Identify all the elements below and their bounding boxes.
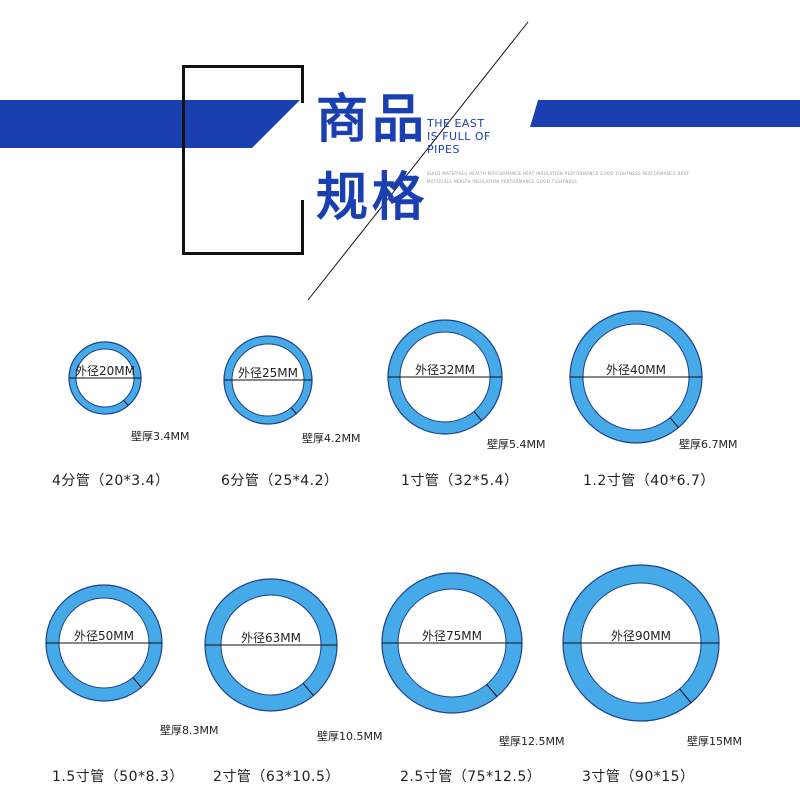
english-tagline-line-1: THE EAST: [427, 117, 485, 130]
wall-thickness-marker: [679, 688, 692, 704]
fine-print-line-1: BUILD MATERIALS HEALTH PERFORMANCE HEAT …: [427, 171, 690, 176]
wall-thickness-marker: [486, 684, 498, 697]
english-tagline: THE EAST IS FULL OF PIPES: [427, 117, 491, 156]
wall-thickness-label: 壁厚4.2MM: [302, 432, 361, 445]
wall-thickness-label: 壁厚3.4MM: [131, 430, 190, 443]
pipe-size-caption: 1.2寸管（40*6.7）: [583, 473, 715, 489]
outer-diameter-label: 外径25MM: [238, 366, 298, 380]
pipe-size-caption: 1.5寸管（50*8.3）: [52, 769, 184, 785]
header-band-left: [0, 100, 300, 148]
wall-thickness-marker: [669, 417, 679, 428]
outer-diameter-label: 外径40MM: [606, 363, 666, 377]
outer-diameter-label: 外径90MM: [611, 629, 671, 643]
header-band-right: [530, 100, 800, 127]
wall-thickness-marker: [302, 682, 314, 696]
wall-thickness-marker: [123, 399, 129, 406]
wall-thickness-label: 壁厚8.3MM: [160, 724, 219, 737]
wall-thickness-label: 壁厚6.7MM: [679, 438, 738, 451]
outer-diameter-label: 外径20MM: [75, 364, 135, 378]
wall-thickness-label: 壁厚15MM: [687, 735, 742, 748]
wall-thickness-marker: [132, 677, 142, 688]
frame-line-right-bottom: [301, 200, 304, 255]
fine-print-line-2: MATERIALS HEALTH INSULATION PERFORMANCE …: [427, 179, 578, 184]
outer-diameter-label: 外径63MM: [241, 631, 301, 645]
english-tagline-line-3: PIPES: [427, 143, 460, 156]
pipe-size-caption: 6分管（25*4.2）: [221, 473, 339, 489]
pipe-size-caption: 4分管（20*3.4）: [52, 473, 170, 489]
page-title-line-2: 规格: [316, 168, 429, 228]
pipe-size-caption: 3寸管（90*15）: [582, 769, 695, 785]
wall-thickness-marker: [290, 407, 297, 415]
outer-diameter-label: 外径32MM: [415, 363, 475, 377]
wall-thickness-label: 壁厚5.4MM: [487, 438, 546, 451]
page-title-line-1: 商品: [316, 90, 429, 150]
wall-thickness-marker: [473, 411, 483, 421]
pipe-size-caption: 2.5寸管（75*12.5）: [400, 769, 542, 785]
wall-thickness-label: 壁厚10.5MM: [317, 730, 383, 743]
pipe-size-caption: 1寸管（32*5.4）: [401, 473, 519, 489]
wall-thickness-label: 壁厚12.5MM: [499, 735, 565, 748]
pipe-size-caption: 2寸管（63*10.5）: [213, 769, 340, 785]
outer-diameter-label: 外径50MM: [74, 629, 134, 643]
english-tagline-line-2: IS FULL OF: [427, 130, 491, 143]
frame-line-right-top: [301, 65, 304, 103]
outer-diameter-label: 外径75MM: [422, 629, 482, 643]
title-frame: [182, 65, 304, 255]
